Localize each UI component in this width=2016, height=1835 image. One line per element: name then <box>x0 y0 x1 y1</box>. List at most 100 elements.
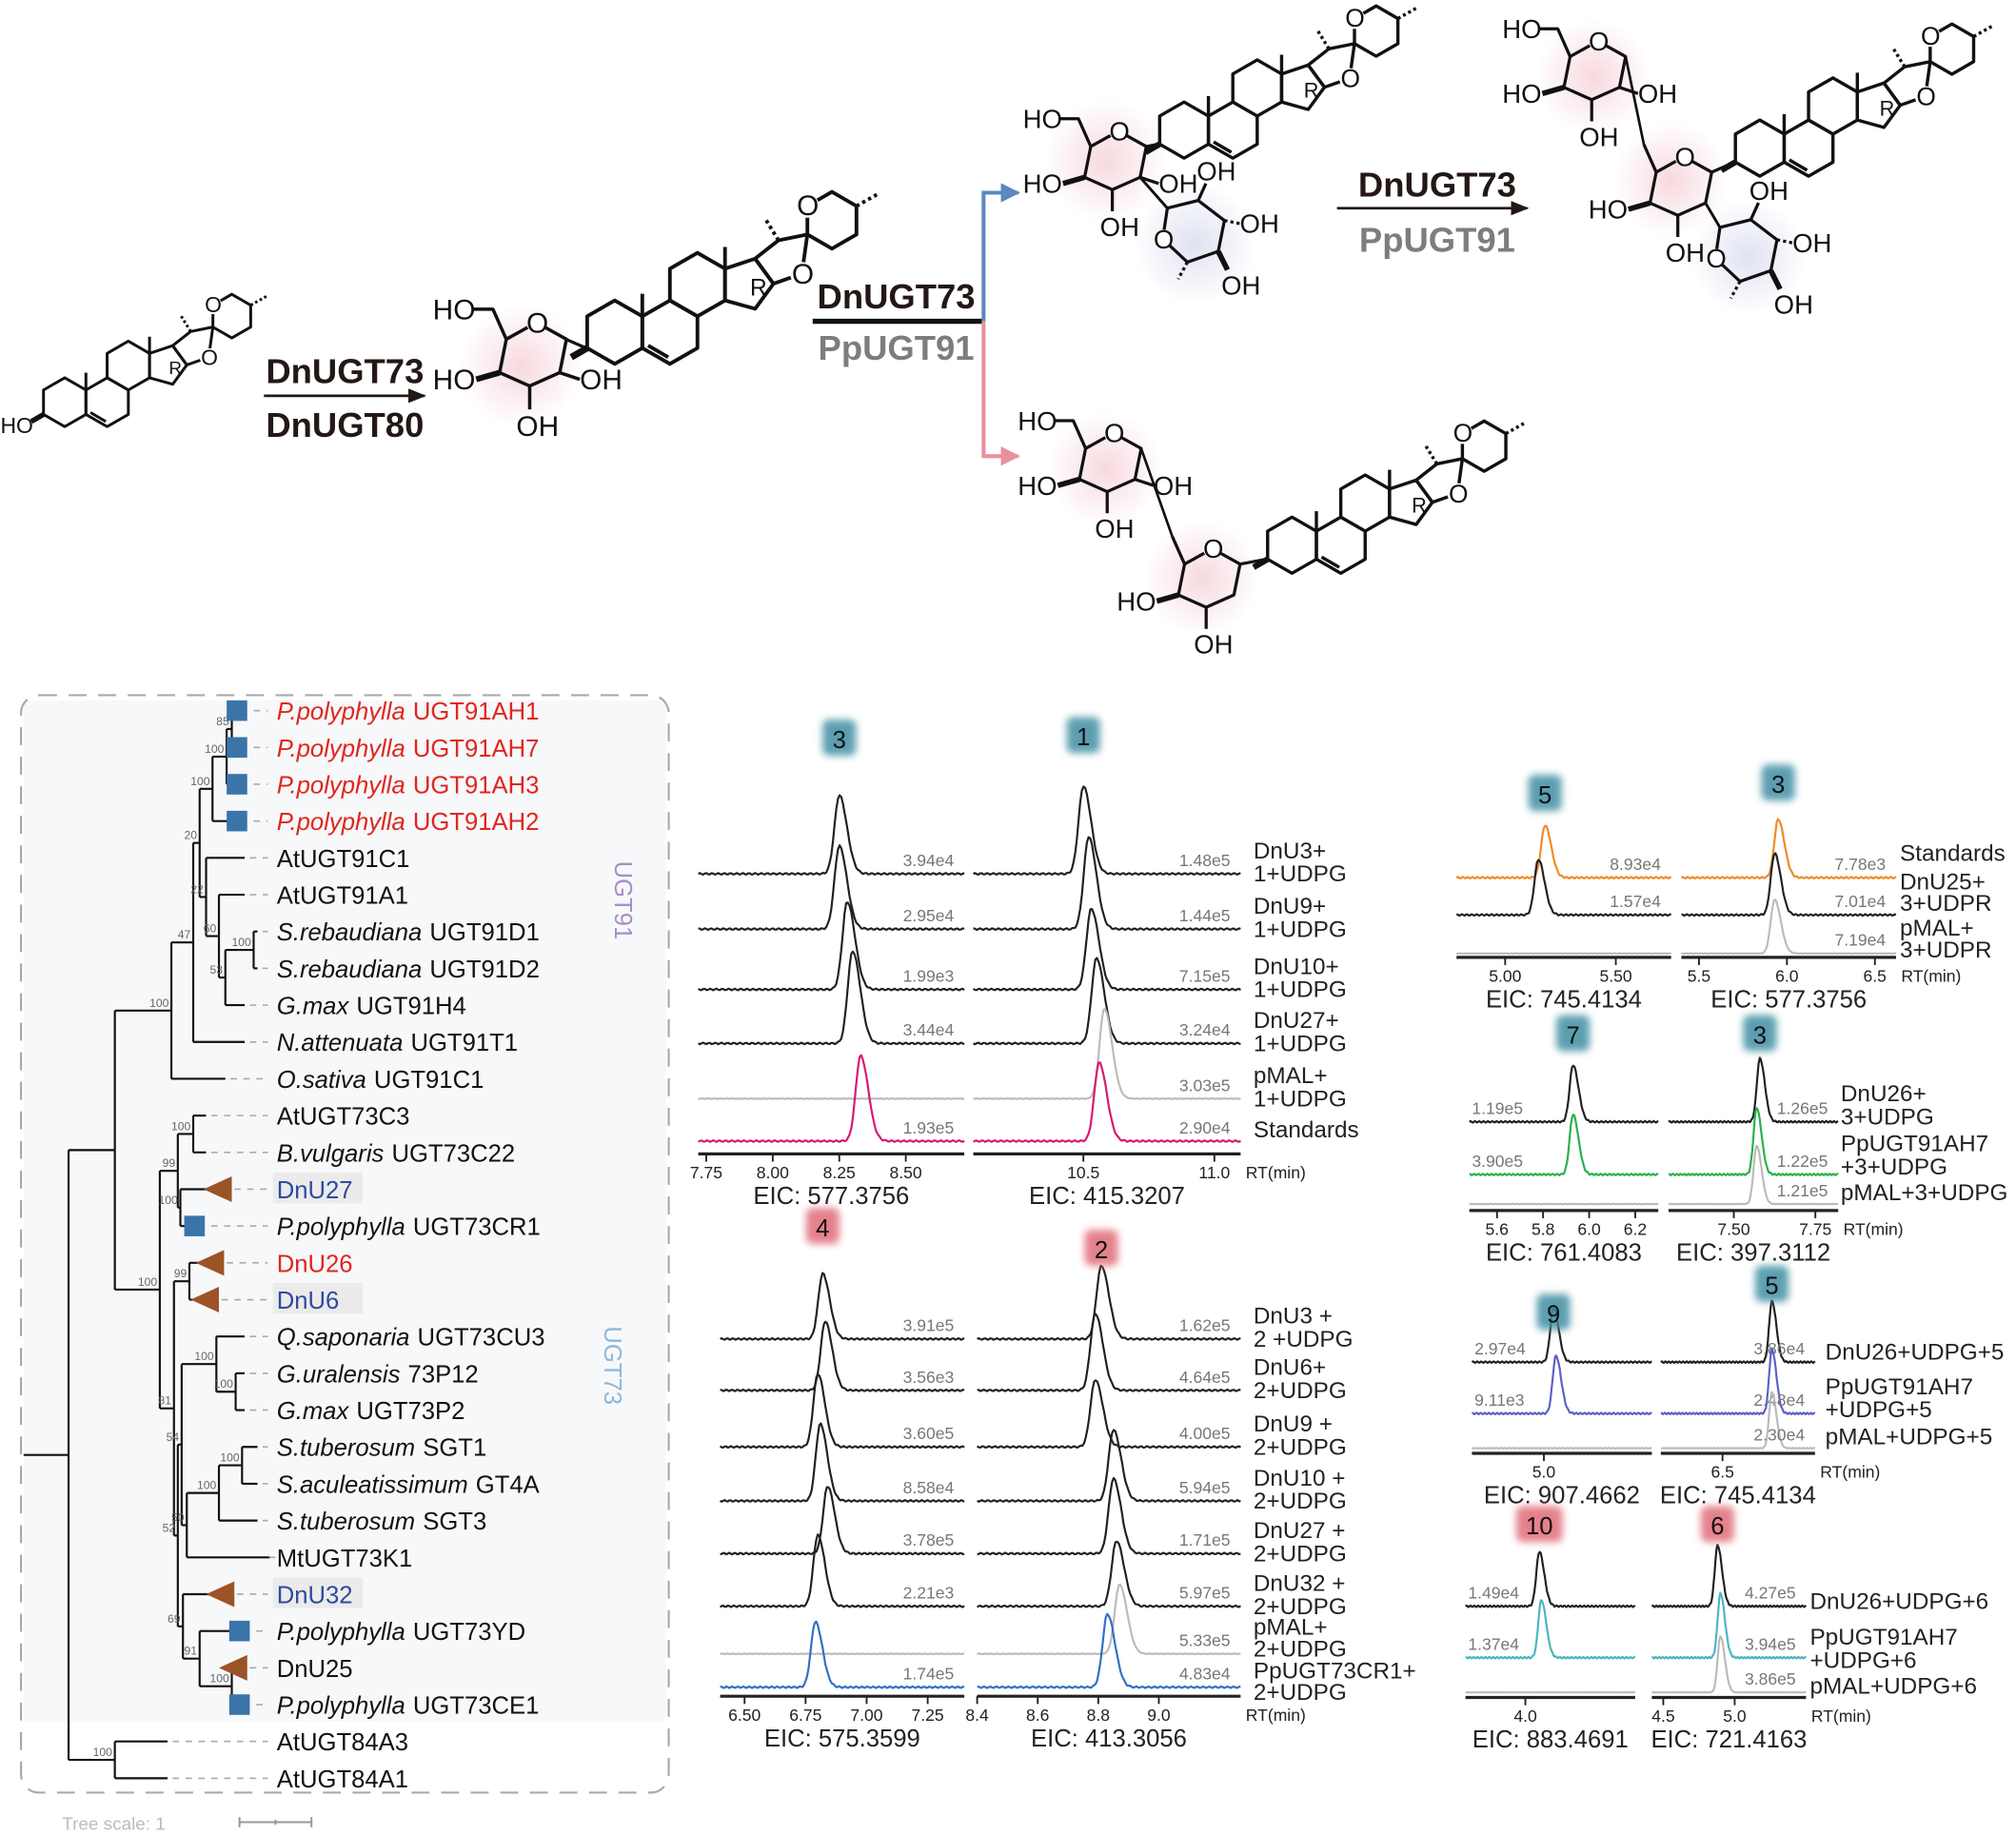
intensity-label: 1.19e5 <box>1472 1099 1523 1118</box>
molecule-rhamnosyl-glucoside <box>1023 4 1418 306</box>
square-marker-icon <box>228 1694 250 1715</box>
chromatogram-trace <box>719 1372 965 1450</box>
chromatogram-trace <box>972 908 1241 992</box>
sample-label: DnU10 + <box>1254 1466 1346 1491</box>
chromatogram-trace <box>1660 1391 1816 1450</box>
chromatogram-trace <box>1469 1064 1659 1124</box>
chromatogram-trace <box>1651 1635 1807 1694</box>
sample-label: pMAL+UDPG+5 <box>1826 1425 1993 1450</box>
sample-label: 2+UDPG <box>1254 1489 1347 1514</box>
sample-label: DnU3+ <box>1254 839 1326 864</box>
eic-label: EIC: 577.3756 <box>1710 987 1867 1014</box>
intensity-label: 1.44e5 <box>1179 906 1231 925</box>
eic-label: EIC: 761.4083 <box>1486 1239 1642 1266</box>
compound-number: 5 <box>1538 782 1552 809</box>
intensity-label: 2.30e4 <box>1753 1426 1805 1445</box>
chromatogram-trace <box>977 1540 1241 1608</box>
leaf-species: P.polyphylla <box>277 1214 405 1241</box>
leaf-gene: AtUGT84A3 <box>277 1729 408 1756</box>
enzyme-label: DnUGT73 <box>1358 166 1516 205</box>
square-marker-icon <box>227 737 247 759</box>
bootstrap-value: 99 <box>174 1267 188 1280</box>
leaf-gene: UGT91AH7 <box>413 736 540 762</box>
chromatogram-trace <box>720 1620 965 1689</box>
sample-label: 1+UDPG <box>1254 977 1347 1003</box>
compound-badge <box>1066 717 1100 754</box>
x-tick-label: 8.00 <box>757 1163 789 1182</box>
intensity-label: 2.97e4 <box>1474 1339 1526 1358</box>
clade-label-ugt91: UGT91 <box>609 861 636 940</box>
leaf-species: S.rebaudiana <box>277 919 423 946</box>
x-tick-label: 7.50 <box>1717 1219 1749 1238</box>
molecule-diglucoside <box>1018 406 1525 660</box>
tree-leaf: AtUGT91A1 <box>249 882 408 909</box>
sample-label: 2+UDPG <box>1254 1434 1347 1460</box>
tree-leaf: DnU25 <box>219 1654 353 1683</box>
compound-badge <box>1084 1230 1118 1266</box>
leaf-species: B.vulgaris <box>277 1140 385 1167</box>
intensity-label: 1.99e3 <box>903 967 955 986</box>
chromatogram-trace <box>977 1429 1241 1503</box>
leaf-label: MtUGT73K1 <box>277 1546 413 1572</box>
sample-label: 1+UDPG <box>1254 1086 1347 1112</box>
compound-number: 3 <box>833 727 846 754</box>
compound-number: 10 <box>1526 1513 1553 1540</box>
leaf-gene: UGT91C1 <box>374 1067 484 1094</box>
compound-number: 7 <box>1566 1022 1579 1049</box>
sample-label: 3+UDPR <box>1900 937 1992 963</box>
leaf-gene: UGT73P2 <box>356 1398 464 1425</box>
chromatogram-trace <box>977 1312 1241 1392</box>
leaf-gene: UGT73C22 <box>391 1140 515 1167</box>
bootstrap-value: 81 <box>159 1394 172 1408</box>
bootstrap-value: 100 <box>149 996 169 1010</box>
sample-label: 2+UDPG <box>1254 1680 1347 1706</box>
x-tick-label: 8.8 <box>1087 1706 1110 1725</box>
x-tick-label: 6.5 <box>1710 1463 1734 1482</box>
eic-panel: 1.48e51.44e57.15e53.24e43.03e52.90e410.5… <box>972 717 1306 1210</box>
x-tick-label: 8.6 <box>1026 1706 1049 1725</box>
rt-axis-label: RT(min) <box>1246 1706 1306 1725</box>
compound-number: 4 <box>816 1215 829 1242</box>
eic-label: EIC: 413.3056 <box>1031 1726 1187 1752</box>
chromatogram-trace <box>973 1008 1241 1100</box>
leaf-gene: UGT91H4 <box>356 994 465 1020</box>
bootstrap-value: 52 <box>163 1521 176 1534</box>
chromatogram-trace <box>1455 858 1671 918</box>
molecule-aglycone: HO <box>0 292 267 438</box>
leaf-species: S.rebaudiana <box>277 957 423 983</box>
compound-badge <box>1536 1293 1571 1331</box>
bootstrap-value: 60 <box>204 922 217 936</box>
intensity-label: 7.01e4 <box>1834 892 1886 911</box>
eic-label: EIC: 907.4662 <box>1484 1483 1640 1509</box>
chromatogram-trace <box>720 1486 965 1556</box>
x-tick-label: 10.5 <box>1067 1163 1099 1182</box>
sample-label: 2 +UDPG <box>1254 1327 1354 1352</box>
tree-shaded-region <box>23 700 666 1723</box>
leaf-label: DnU26 <box>277 1251 353 1277</box>
eic-label: EIC: 883.4691 <box>1472 1726 1629 1753</box>
bootstrap-value: 99 <box>163 1156 176 1170</box>
bootstrap-value: 54 <box>167 1431 180 1444</box>
sample-label: Standards <box>1900 841 2006 867</box>
intensity-label: 8.58e4 <box>903 1478 955 1497</box>
compound-number: 3 <box>1753 1022 1767 1049</box>
tree-border <box>20 694 670 1794</box>
hydroxyl-label: HO <box>0 413 32 438</box>
square-marker-icon <box>184 1215 206 1236</box>
chromatogram-group: 3.91e53.56e33.60e58.58e43.78e52.21e31.74… <box>719 1208 1416 1752</box>
tree-leaf: AtUGT73C3 <box>210 1104 409 1131</box>
leaf-label: AtUGT84A3 <box>277 1729 408 1756</box>
chromatogram-trace <box>973 785 1241 876</box>
branch-arrow-upper <box>981 183 1020 322</box>
chromatogram-trace <box>1471 1307 1652 1365</box>
